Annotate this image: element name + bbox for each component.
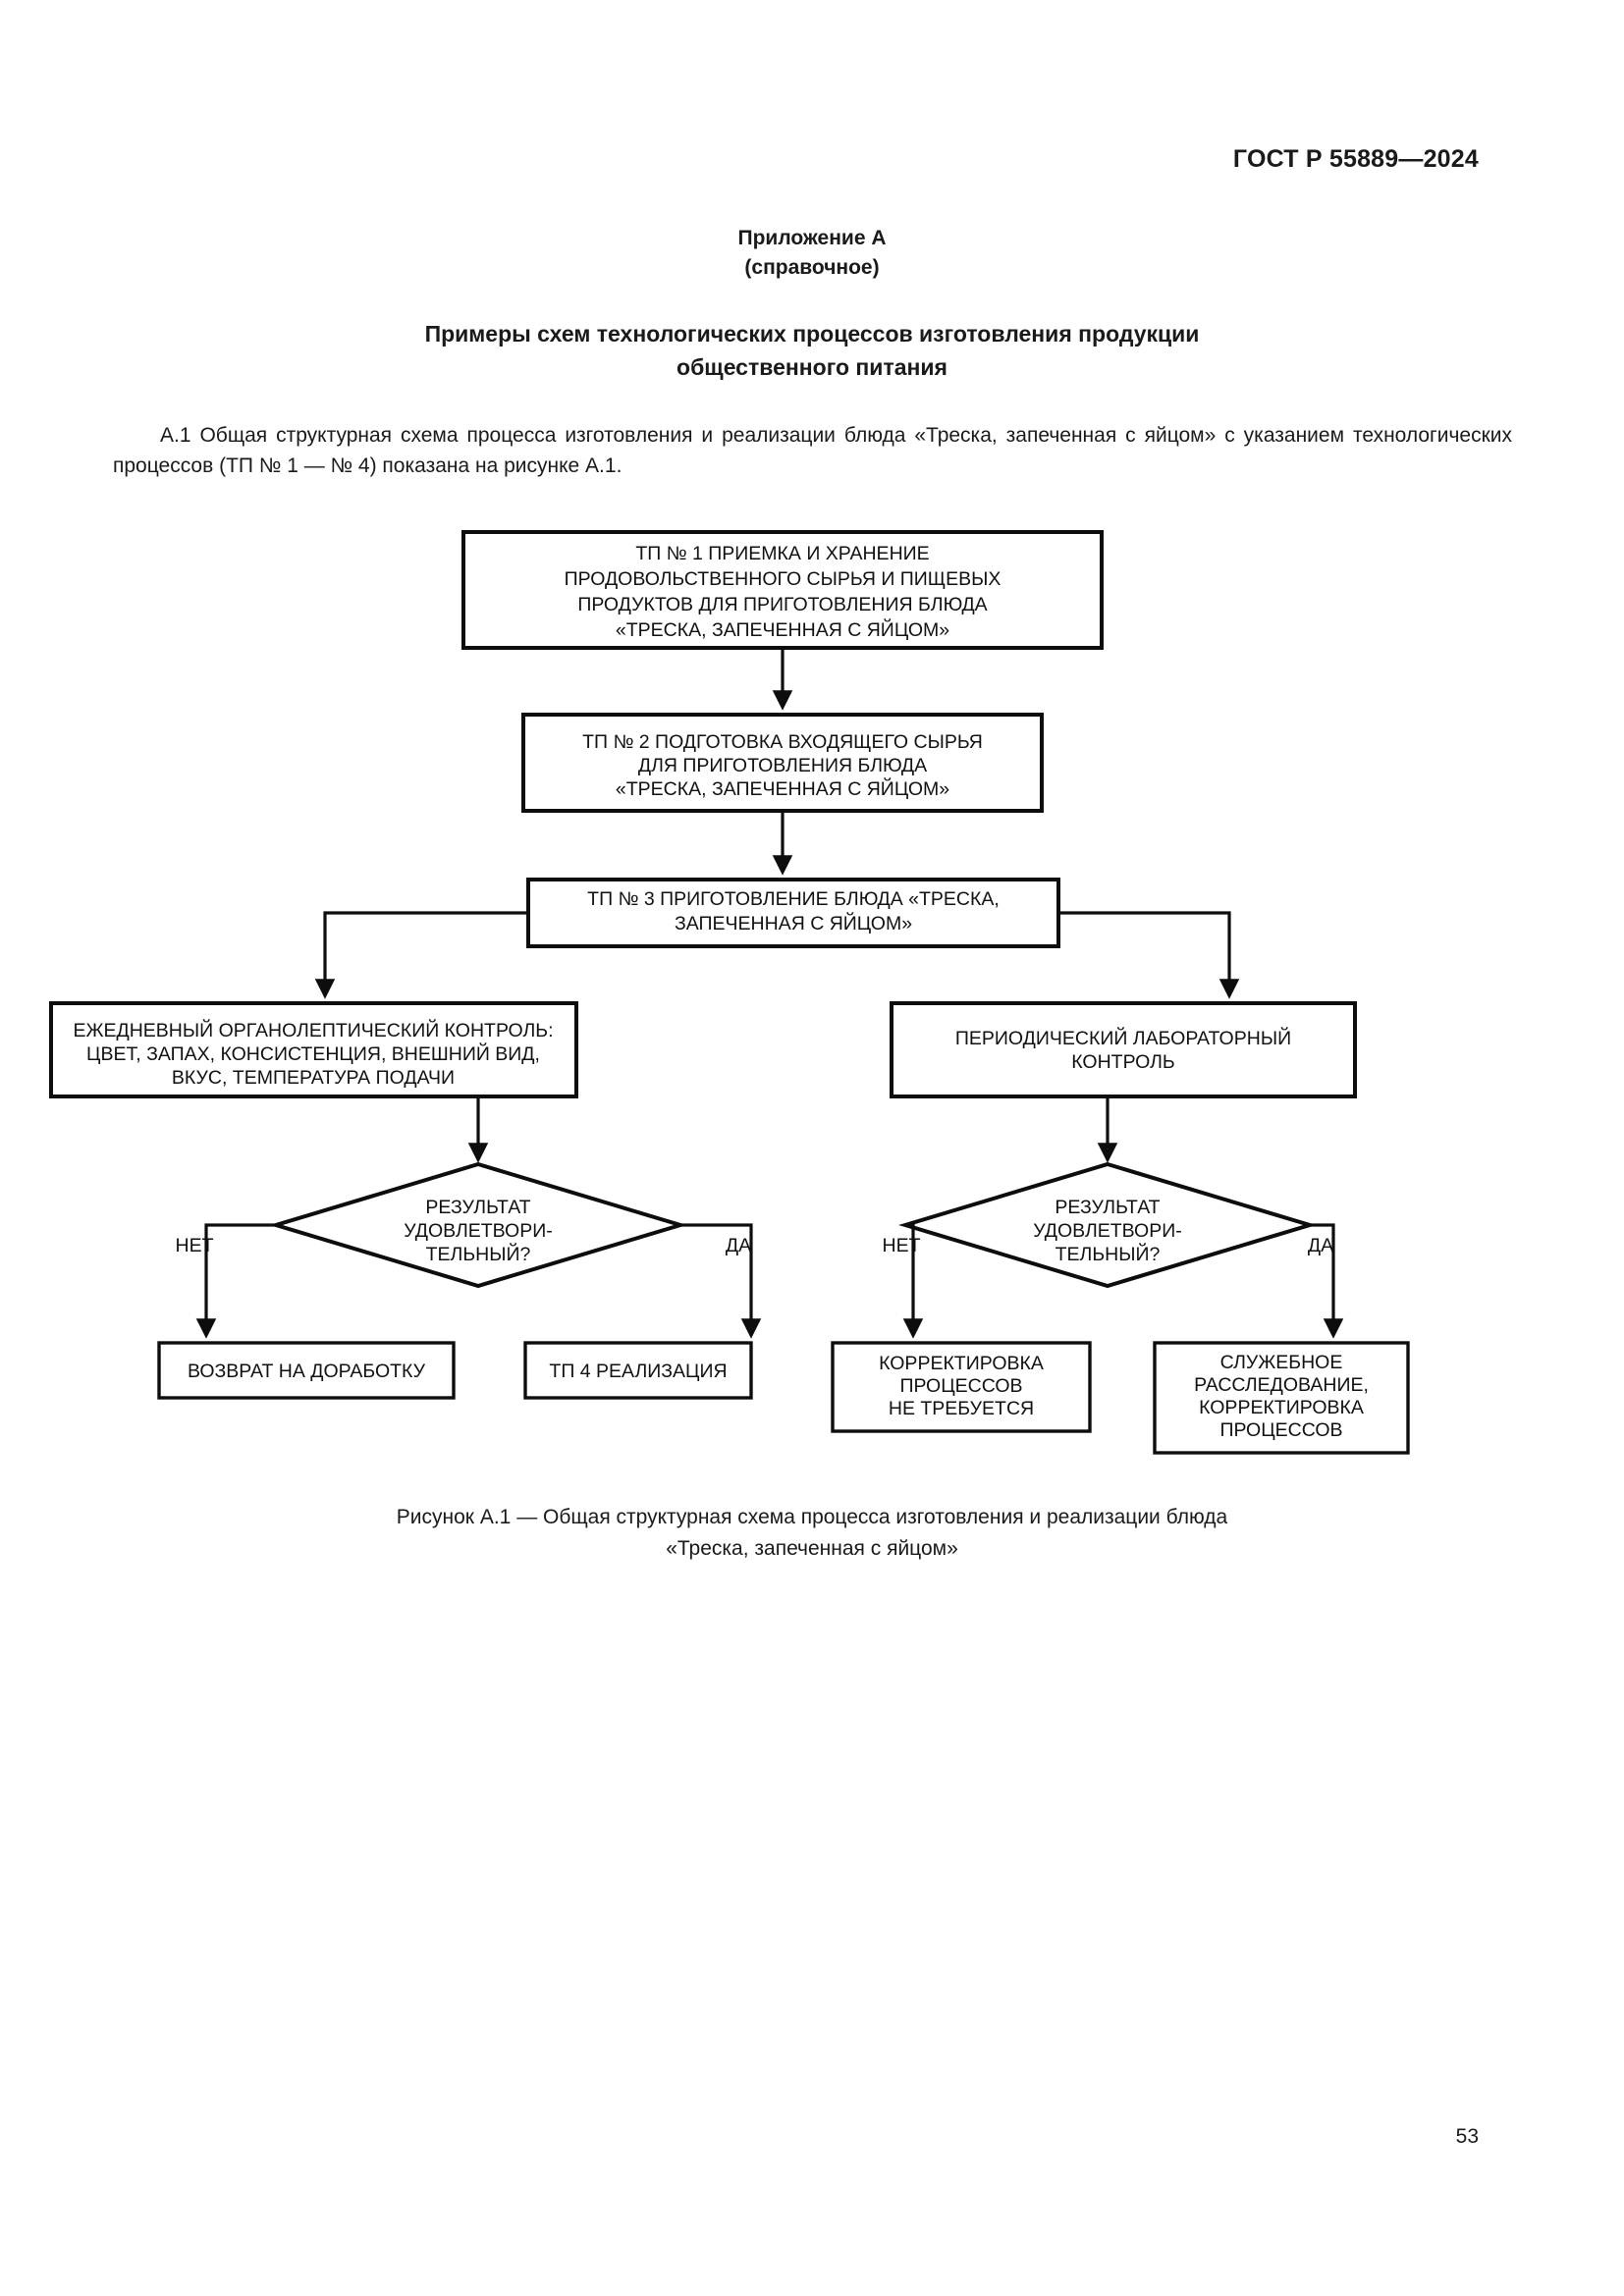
flowchart-node-no-correction-line-1: КОРРЕКТИРОВКА bbox=[879, 1353, 1044, 1374]
figure-caption: Рисунок А.1 — Общая структурная схема пр… bbox=[177, 1502, 1447, 1565]
figure-caption-line-2: «Треска, запеченная с яйцом» bbox=[666, 1537, 958, 1560]
flowchart-node-investigation-line-1: СЛУЖЕБНОЕ bbox=[1220, 1352, 1343, 1373]
flowchart-svg: ТП № 1 ПРИЕМКА И ХРАНЕНИЕ ПРОДОВОЛЬСТВЕН… bbox=[49, 530, 1410, 1455]
figure-caption-line-1: Рисунок А.1 — Общая структурная схема пр… bbox=[396, 1506, 1228, 1528]
flowchart-node-investigation-line-4: ПРОЦЕССОВ bbox=[1219, 1419, 1342, 1441]
flowchart-node-decision-left-line-2: УДОВЛЕТВОРИ- bbox=[404, 1220, 552, 1242]
flowchart-node-tp2-line-2: ДЛЯ ПРИГОТОВЛЕНИЯ БЛЮДА bbox=[638, 755, 927, 776]
flowchart-node-investigation-line-3: КОРРЕКТИРОВКА bbox=[1199, 1397, 1364, 1418]
flowchart-node-decision-right-line-3: ТЕЛЬНЫЙ? bbox=[1056, 1242, 1161, 1265]
flowchart-node-tp1-line-4: «ТРЕСКА, ЗАПЕЧЕННАЯ С ЯЙЦОМ» bbox=[616, 617, 949, 641]
figure-a1: ТП № 1 ПРИЕМКА И ХРАНЕНИЕ ПРОДОВОЛЬСТВЕН… bbox=[0, 520, 1624, 1502]
section-title-line-2: общественного питания bbox=[677, 354, 947, 380]
document-header-standard-number: ГОСТ Р 55889—2024 bbox=[1232, 145, 1479, 173]
flowchart-node-organoleptic-line-2: ЦВЕТ, ЗАПАХ, КОНСИСТЕНЦИЯ, ВНЕШНИЙ ВИД, bbox=[86, 1041, 540, 1065]
flowchart-node-decision-right-line-1: РЕЗУЛЬТАТ bbox=[1055, 1197, 1160, 1218]
appendix-subtitle: (справочное) bbox=[744, 256, 880, 279]
flowchart-edge-left-yes bbox=[680, 1223, 762, 1339]
flowchart-node-decision-left-line-3: ТЕЛЬНЫЙ? bbox=[426, 1242, 531, 1265]
flowchart-node-investigation-line-2: РАССЛЕДОВАНИЕ, bbox=[1194, 1374, 1369, 1396]
flowchart-edge-label-right-no: НЕТ bbox=[883, 1235, 921, 1256]
flowchart-node-tp4 bbox=[523, 1341, 753, 1400]
appendix-title: Приложение А bbox=[737, 227, 887, 249]
flowchart-edge-right-yes bbox=[1310, 1223, 1344, 1339]
flowchart-node-organoleptic-control bbox=[49, 1001, 578, 1098]
flowchart-node-investigation bbox=[1153, 1341, 1410, 1455]
flowchart-node-decision-right-line-2: УДОВЛЕТВОРИ- bbox=[1033, 1220, 1181, 1242]
flowchart-edge-tp3-laboratory bbox=[1058, 911, 1240, 999]
flowchart-node-laboratory-line-1: ПЕРИОДИЧЕСКИЙ ЛАБОРАТОРНЫЙ bbox=[955, 1026, 1291, 1049]
flowchart-node-no-correction-line-3: НЕ ТРЕБУЕТСЯ bbox=[889, 1398, 1034, 1419]
flowchart-node-organoleptic-line-1: ЕЖЕДНЕВНЫЙ ОРГАНОЛЕПТИЧЕСКИЙ КОНТРОЛЬ: bbox=[73, 1018, 553, 1041]
flowchart-node-return-rework bbox=[157, 1341, 456, 1400]
flowchart-node-tp2 bbox=[521, 713, 1044, 813]
flowchart-node-organoleptic-line-3: ВКУС, ТЕМПЕРАТУРА ПОДАЧИ bbox=[172, 1067, 455, 1089]
intro-paragraph: А.1 Общая структурная схема процесса изг… bbox=[113, 420, 1512, 481]
flowchart-edge-label-left-yes: ДА bbox=[726, 1235, 751, 1256]
flowchart-node-decision-right bbox=[898, 1161, 1317, 1289]
page-number: 53 bbox=[1455, 2125, 1479, 2148]
flowchart-node-no-correction-line-2: ПРОЦЕССОВ bbox=[899, 1375, 1022, 1397]
intro-paragraph-text: А.1 Общая структурная схема процесса изг… bbox=[113, 424, 1512, 477]
flowchart-edge-label-right-yes: ДА bbox=[1308, 1235, 1333, 1256]
section-title-line-1: Примеры схем технологических процессов и… bbox=[424, 321, 1200, 347]
flowchart-node-laboratory-control bbox=[890, 1001, 1357, 1098]
flowchart-edge-label-left-no: НЕТ bbox=[176, 1235, 214, 1256]
flowchart-node-decision-left bbox=[269, 1161, 687, 1289]
flowchart-node-tp2-line-1: ТП № 2 ПОДГОТОВКА ВХОДЯЩЕГО СЫРЬЯ bbox=[582, 731, 983, 753]
flowchart-edge-left-no bbox=[195, 1223, 276, 1339]
flowchart-node-tp3-line-1: ТП № 3 ПРИГОТОВЛЕНИЕ БЛЮДА «ТРЕСКА, bbox=[587, 888, 1000, 910]
section-title: Примеры схем технологических процессов и… bbox=[206, 317, 1418, 384]
flowchart-node-tp1-line-2: ПРОДОВОЛЬСТВЕННОГО СЫРЬЯ И ПИЩЕВЫХ bbox=[565, 568, 1001, 590]
flowchart-node-return-rework-line-1: ВОЗВРАТ НА ДОРАБОТКУ bbox=[188, 1361, 426, 1382]
flowchart-node-tp4-line-1: ТП 4 РЕАЛИЗАЦИЯ bbox=[549, 1361, 727, 1382]
flowchart-node-no-correction bbox=[831, 1341, 1092, 1433]
appendix-heading-block: Приложение А (справочное) bbox=[0, 224, 1624, 283]
flowchart-node-tp3-line-2: ЗАПЕЧЕННАЯ С ЯЙЦОМ» bbox=[675, 911, 912, 934]
flowchart-node-decision-left-line-1: РЕЗУЛЬТАТ bbox=[425, 1197, 530, 1218]
flowchart-edge-right-no bbox=[902, 1223, 924, 1339]
flowchart-node-tp2-line-3: «ТРЕСКА, ЗАПЕЧЕННАЯ С ЯЙЦОМ» bbox=[616, 776, 949, 800]
flowchart-node-tp1 bbox=[461, 530, 1104, 650]
flowchart-edge-tp3-organoleptic bbox=[314, 911, 528, 999]
flowchart-node-tp1-line-1: ТП № 1 ПРИЕМКА И ХРАНЕНИЕ bbox=[635, 543, 929, 564]
flowchart-node-laboratory-line-2: КОНТРОЛЬ bbox=[1071, 1051, 1174, 1073]
flowchart-node-tp1-line-3: ПРОДУКТОВ ДЛЯ ПРИГОТОВЛЕНИЯ БЛЮДА bbox=[577, 594, 987, 615]
